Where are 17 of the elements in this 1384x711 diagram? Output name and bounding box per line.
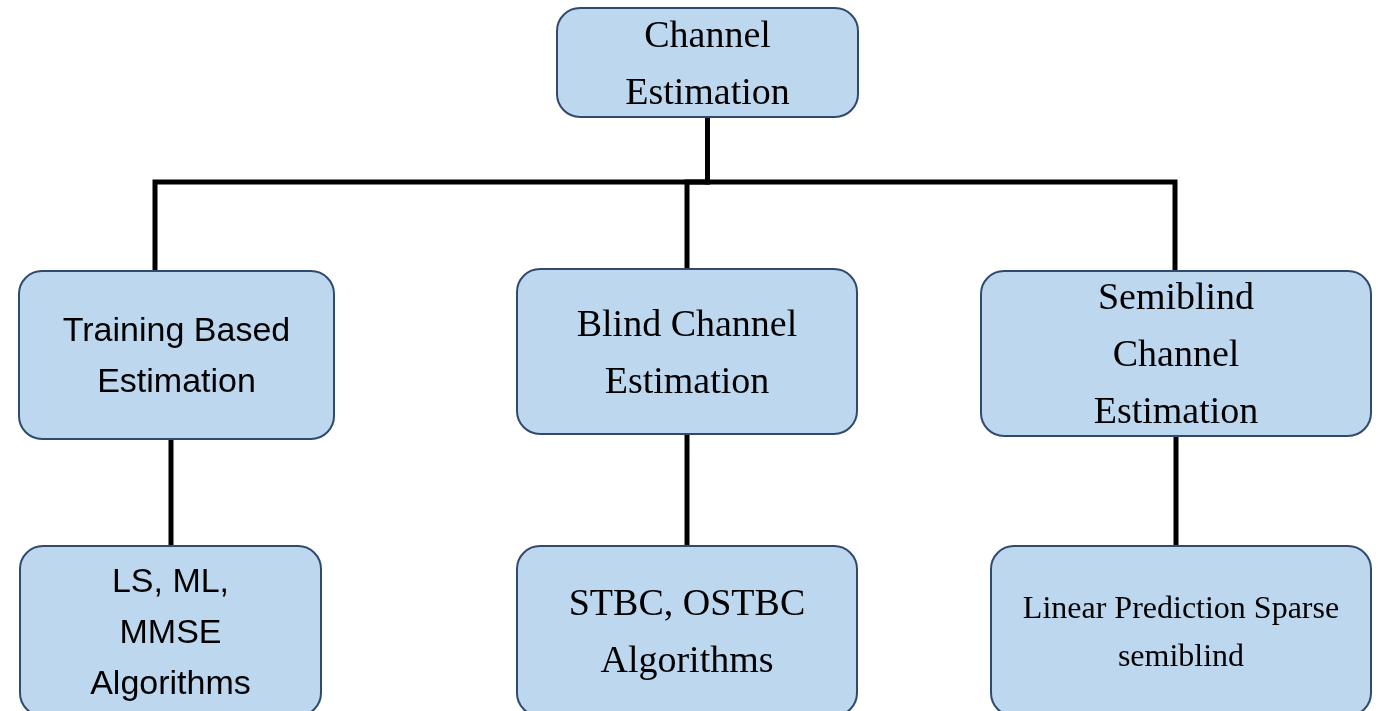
node-label: STBC, OSTBC Algorithms — [567, 580, 807, 682]
connector-line — [1173, 437, 1179, 545]
node-label: Channel Estimation — [624, 11, 791, 114]
process-box — [556, 7, 859, 118]
process-box — [516, 545, 858, 711]
connector-line — [168, 440, 174, 545]
process-box — [980, 270, 1372, 437]
process-box — [18, 270, 335, 440]
node-label: Semiblind Channel Estimation — [1092, 274, 1260, 433]
process-box — [516, 268, 858, 435]
connector-line — [684, 435, 690, 545]
process-box — [990, 545, 1372, 711]
node-label: LS, ML, MMSE Algorithms — [89, 559, 252, 703]
process-box — [19, 545, 322, 711]
node-label: Blind Channel Estimation — [575, 300, 799, 403]
node-label: Training Based Estimation — [61, 309, 292, 401]
node-label: Linear Prediction Sparse semiblind — [1021, 588, 1341, 675]
